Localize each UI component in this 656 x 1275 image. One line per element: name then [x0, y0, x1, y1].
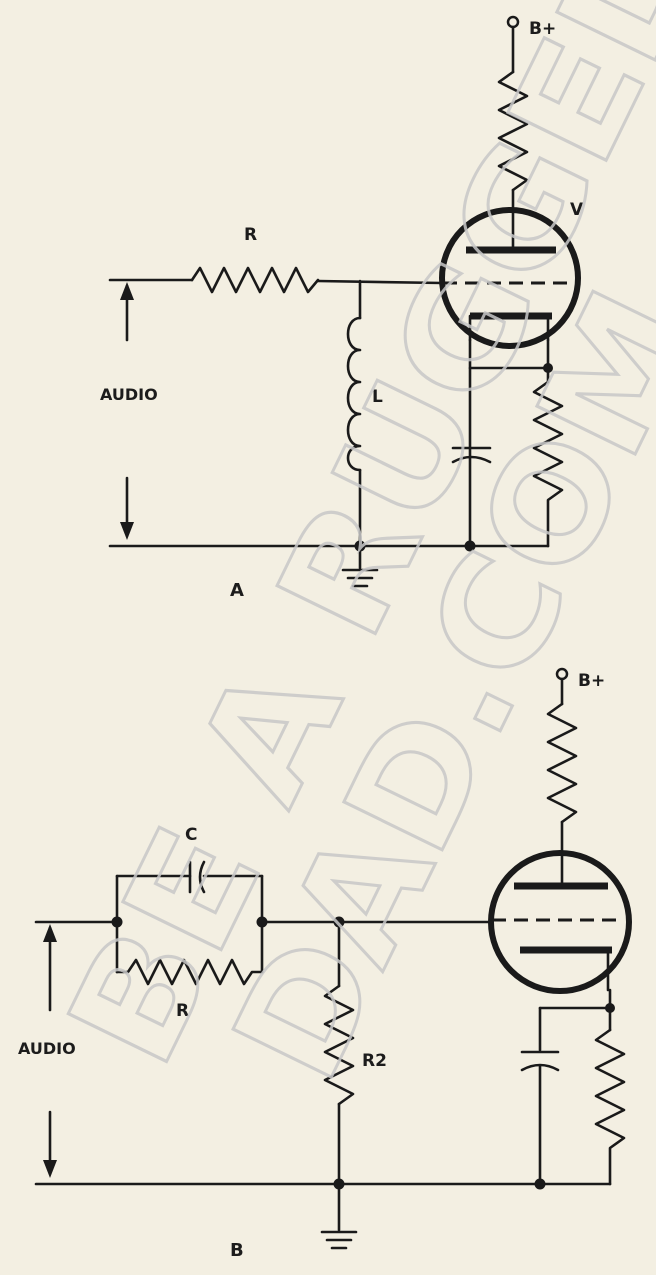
ground-symbol-b — [320, 1230, 358, 1250]
audio-label-b: AUDIO — [18, 1039, 76, 1058]
inductor-l — [346, 316, 362, 472]
coupling-capacitor-c — [188, 860, 206, 894]
tube-v — [439, 207, 581, 349]
tube-b — [488, 850, 632, 994]
shunt-resistor-label: R2 — [362, 1051, 387, 1071]
capacitor-label: C — [185, 825, 197, 845]
circuit-a: B+ V R L — [100, 15, 584, 601]
audio-arrow-up-a — [120, 282, 134, 342]
b-plus-label-a: B+ — [529, 19, 556, 39]
figure-label-a: A — [230, 580, 244, 601]
ground-symbol-a — [341, 568, 379, 588]
series-resistor-label-a: R — [244, 225, 257, 245]
tube-label-a: V — [570, 200, 584, 220]
figure-label-b: B — [230, 1240, 244, 1261]
cathode-resistor-b — [594, 1028, 626, 1186]
cathode-capacitor-a — [451, 446, 492, 464]
parallel-resistor-r — [115, 958, 264, 986]
audio-arrow-up-b — [43, 924, 57, 1012]
plate-resistor-b — [546, 702, 578, 824]
audio-label-a: AUDIO — [100, 385, 158, 404]
plate-resistor-a — [497, 70, 529, 192]
shunt-resistor-r2 — [323, 984, 355, 1106]
circuit-b: B+ C R — [18, 667, 632, 1261]
series-resistor-a — [190, 266, 320, 294]
watermark: BE A RUGGED DAD.COM — [34, 0, 656, 1107]
resistor-label-b: R — [176, 1001, 189, 1021]
audio-arrow-down-b — [43, 1110, 57, 1178]
cathode-resistor-a — [532, 366, 564, 548]
b-plus-label-b: B+ — [578, 671, 605, 691]
audio-arrow-down-a — [120, 476, 134, 540]
b-plus-terminal-a — [506, 15, 520, 29]
inductor-label: L — [372, 387, 383, 407]
